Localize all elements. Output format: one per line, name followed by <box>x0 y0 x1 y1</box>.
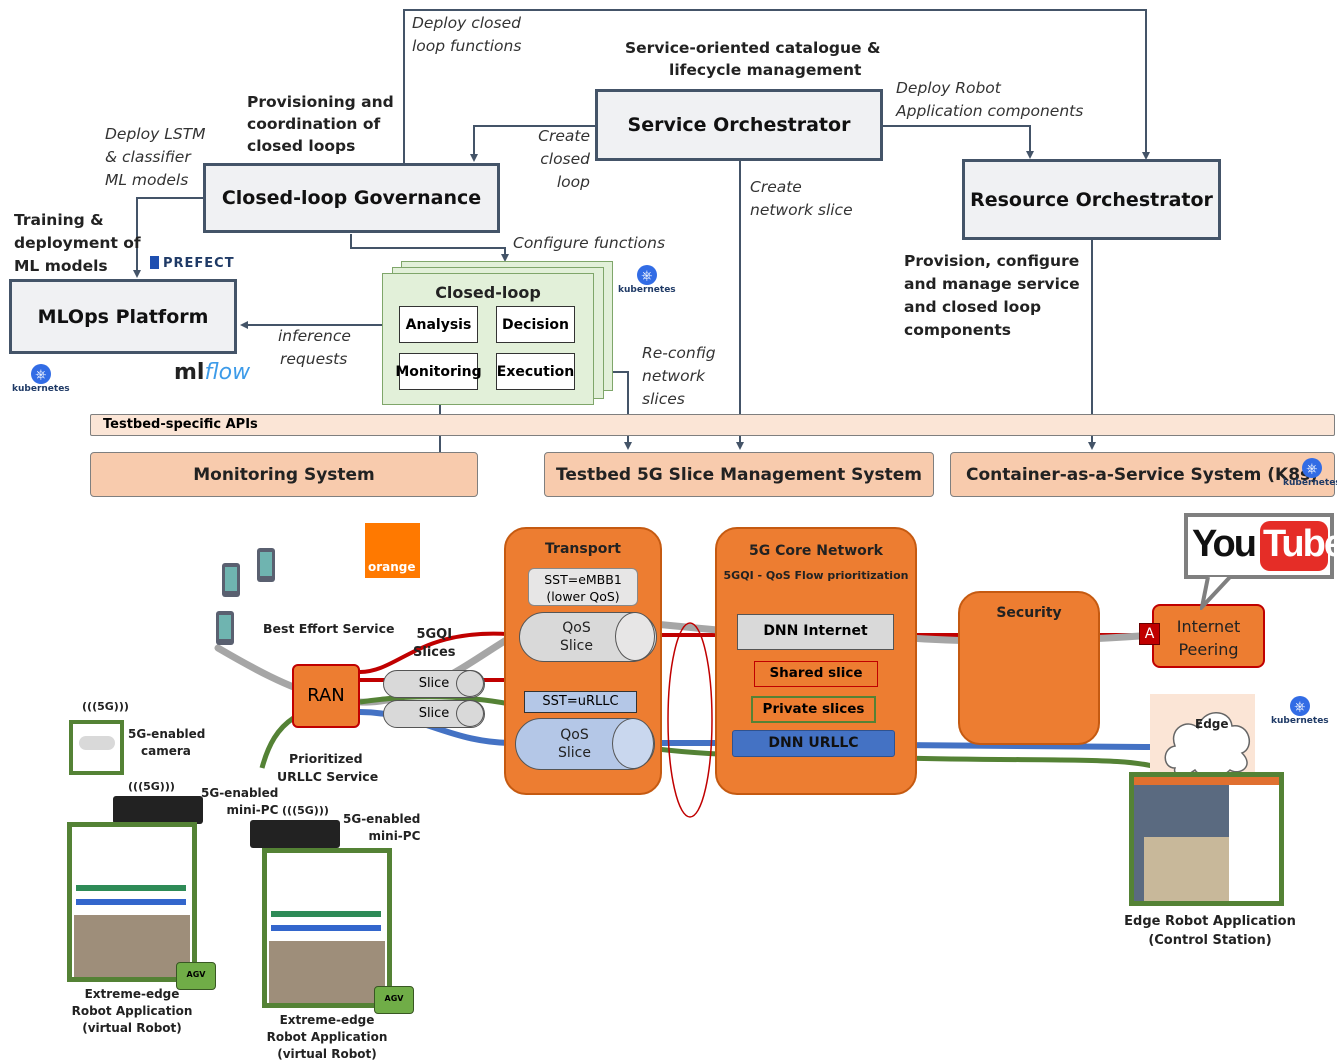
ran-slice-1: Slice <box>383 670 485 698</box>
5g-signal-icon: (((5G))) <box>128 780 175 793</box>
mlflow-logo: mlflow <box>174 360 251 385</box>
security-block: Security <box>958 591 1100 745</box>
edge-robot-screen <box>1129 772 1284 906</box>
deploy-ml-models-arrow <box>133 197 204 278</box>
configure-functions-arrow <box>350 234 509 262</box>
kubernetes-icon: ⎈ <box>636 265 657 285</box>
closed-loop-governance-label: Closed-loop Governance <box>221 187 482 209</box>
kubernetes-icon: ⎈ <box>1289 696 1310 716</box>
testbed-apis-bar: Testbed-specific APIs <box>90 414 1335 436</box>
minipc-icon <box>113 796 203 824</box>
youtube-callout-pointer <box>1200 575 1232 610</box>
sst-embb-box: SST=eMBB1(lower QoS) <box>528 568 638 606</box>
agv-icon: AGV <box>176 962 216 990</box>
robot-app-screen-1 <box>67 822 197 982</box>
marker-a: A <box>1139 623 1160 645</box>
dnn-urllc-box: DNN URLLC <box>732 730 895 757</box>
robot-app-screen-2 <box>262 848 392 1008</box>
phone-icon <box>257 548 275 582</box>
resource-orchestrator-box: Resource Orchestrator <box>962 159 1221 240</box>
prefect-logo: PREFECT <box>150 256 235 271</box>
private-slices-box: Private slices <box>751 696 876 723</box>
mlops-platform-box: MLOps Platform <box>9 279 237 354</box>
caas-box: Container-as-a-Service System (K8s) <box>950 452 1335 497</box>
kubernetes-logo-caas: ⎈kubernetes <box>1283 458 1337 488</box>
edge-label: Edge <box>1195 717 1229 731</box>
service-orchestrator-label: Service Orchestrator <box>627 114 851 136</box>
closed-loop-governance-box: Closed-loop Governance <box>203 163 500 233</box>
kubernetes-icon: ⎈ <box>1301 458 1322 478</box>
slice-management-box: Testbed 5G Slice Management System <box>544 452 934 497</box>
agv-icon: AGV <box>374 986 414 1014</box>
orange-logo: orange <box>365 523 420 578</box>
create-closed-loop-arrow <box>470 125 596 162</box>
ran-box: RAN <box>292 664 360 728</box>
decision-box: Decision <box>496 306 575 343</box>
configure-functions-label: Configure functions <box>513 234 666 252</box>
deploy-robot-arrow <box>882 125 1034 159</box>
analysis-box: Analysis <box>399 306 478 343</box>
prefect-icon <box>150 256 159 269</box>
phone-icon <box>216 611 234 645</box>
kubernetes-logo-mlops: ⎈kubernetes <box>12 364 70 394</box>
service-orchestrator-box: Service Orchestrator <box>595 89 883 161</box>
5g-signal-icon: (((5G))) <box>282 804 329 817</box>
kubernetes-logo-edge: ⎈kubernetes <box>1271 696 1329 726</box>
shared-slice-box: Shared slice <box>754 661 878 687</box>
monitoring-system-box: Monitoring System <box>90 452 478 497</box>
deploy-closed-loop-arrow <box>403 9 1150 164</box>
best-effort-label: Best Effort Service <box>263 621 395 636</box>
youtube-logo: You Tube <box>1184 513 1337 579</box>
minipc-icon <box>250 820 340 848</box>
kubernetes-icon: ⎈ <box>30 364 51 384</box>
camera-icon <box>69 720 124 775</box>
monitoring-box: Monitoring <box>395 353 482 390</box>
mlops-platform-label: MLOps Platform <box>37 305 209 328</box>
execution-box: Execution <box>496 353 575 390</box>
edge-robot-label: Edge Robot Application(Control Station) <box>1124 914 1296 948</box>
dnn-internet-box: DNN Internet <box>737 614 894 650</box>
resource-orchestrator-label: Resource Orchestrator <box>970 188 1213 211</box>
kubernetes-logo-closed-loop: ⎈kubernetes <box>618 265 676 295</box>
ran-slice-2: Slice <box>383 700 485 728</box>
edge-cloud-icon <box>1164 712 1251 778</box>
phone-icon <box>222 563 240 597</box>
5g-signal-icon: (((5G))) <box>82 700 129 713</box>
sst-urllc-box: SST=uRLLC <box>524 691 637 713</box>
catalogue-label: Service-oriented catalogue &lifecycle ma… <box>625 39 881 79</box>
closed-loop-title: Closed-loop <box>435 283 541 302</box>
